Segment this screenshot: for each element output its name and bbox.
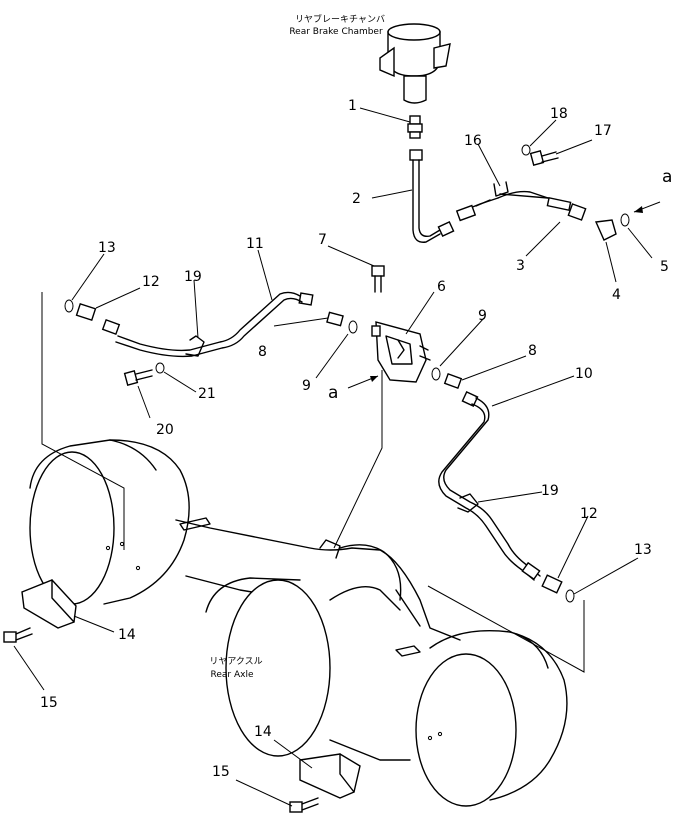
part-10-tube: [438, 391, 541, 581]
caption-rear-brake-chamber-jp: リヤブレーキチャンバ: [295, 13, 385, 25]
label-part-2: 2: [352, 191, 361, 207]
part-12-fitting-left: [75, 302, 97, 322]
label-part-11: 11: [246, 236, 264, 252]
label-part-14-right: 14: [254, 724, 272, 740]
part-5-o-ring: [620, 213, 630, 227]
part-18-washer: [521, 144, 531, 156]
label-part-6: 6: [437, 279, 446, 295]
part-21-washer: [155, 362, 165, 374]
part-3-tube: [499, 193, 587, 221]
label-part-8-left: 8: [258, 344, 267, 360]
part-13-o-ring-left: [64, 299, 74, 313]
part-9-o-ring-right: [431, 367, 441, 381]
label-part-12-left: 12: [142, 274, 160, 290]
label-part-4: 4: [612, 287, 621, 303]
part-11-tube: [101, 291, 314, 358]
caption-rear-axle-jp: リヤアクスル: [209, 656, 262, 667]
label-part-12-right: 12: [580, 506, 598, 522]
part-9-o-ring-left: [348, 320, 358, 334]
label-part-20: 20: [156, 422, 174, 438]
label-part-13-right: 13: [634, 542, 652, 558]
part-15-bolt-right: [289, 797, 319, 813]
label-part-13-left: 13: [98, 240, 116, 256]
caption-rear-brake-chamber-en: Rear Brake Chamber: [289, 27, 383, 37]
part-13-o-ring-right: [565, 589, 575, 603]
ref-mark-a-top: a: [662, 167, 672, 187]
part-14-bracket-right: [299, 753, 361, 799]
label-part-1: 1: [348, 98, 357, 114]
ref-arrow-a-valve: [347, 375, 379, 389]
part-15-bolt-left: [3, 627, 33, 643]
label-part-7: 7: [318, 232, 327, 248]
part-2-hose: [409, 149, 455, 243]
part-20-bolt: [123, 369, 153, 386]
label-part-21: 21: [198, 386, 216, 402]
label-part-15-left: 15: [40, 695, 58, 711]
leader-lines: [13, 107, 653, 807]
part-7-bolt: [371, 265, 385, 293]
label-part-5: 5: [660, 259, 669, 275]
part-19-clip-left: [185, 335, 205, 357]
part-8-fitting-right: [443, 373, 463, 389]
label-part-8-right: 8: [528, 343, 537, 359]
part-16-clamp: [455, 181, 549, 222]
part-14-bracket-left: [21, 579, 77, 629]
part-4-elbow: [594, 219, 617, 241]
label-part-9-right: 9: [478, 308, 487, 324]
label-part-10: 10: [575, 366, 593, 382]
label-part-9-left: 9: [302, 378, 311, 394]
part-8-fitting-left: [326, 311, 344, 327]
ref-arrow-a-top: [633, 201, 661, 213]
part-17-bolt: [529, 150, 559, 166]
label-part-19-left: 19: [184, 269, 202, 285]
part-number-labels: 1 2 3 4 5 6 7 8 8 9 9 10 11 12 12 13 13 …: [40, 98, 669, 780]
part-12-fitting-right: [541, 574, 563, 594]
label-part-3: 3: [516, 258, 525, 274]
label-part-19-right: 19: [541, 483, 559, 499]
label-part-17: 17: [594, 123, 612, 139]
part-6-valve: [371, 321, 431, 383]
part-1-fitting: [407, 115, 423, 139]
label-part-18: 18: [550, 106, 568, 122]
part-19-clip-right: [457, 493, 479, 513]
caption-rear-axle-en: Rear Axle: [211, 670, 254, 680]
rear-brake-chamber: [379, 23, 451, 104]
ref-mark-a-valve: a: [328, 383, 338, 403]
label-part-16: 16: [464, 133, 482, 149]
rear-axle: [29, 292, 585, 807]
label-part-15-right: 15: [212, 764, 230, 780]
label-part-14-left: 14: [118, 627, 136, 643]
